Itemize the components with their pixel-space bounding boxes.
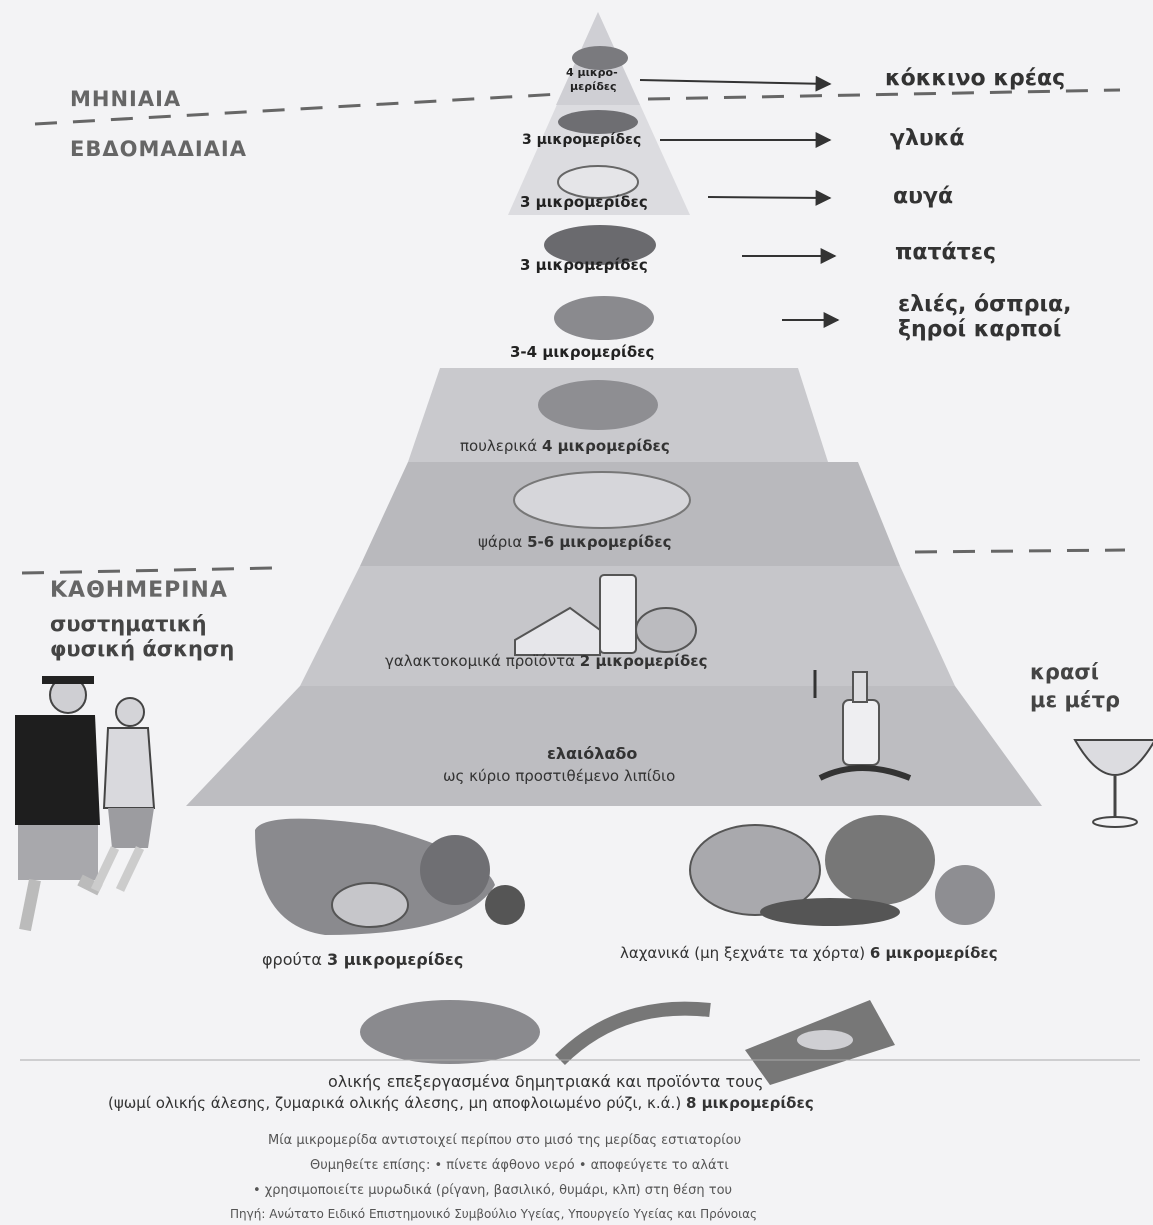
band-dairy-label: γαλακτοκομικά προϊόντα 2 μικρομερίδες	[385, 652, 708, 670]
arrow-eggs	[708, 197, 830, 198]
footnote-2: Θυμηθείτε επίσης: • πίνετε άφθονο νερό •…	[310, 1158, 729, 1173]
wine-glass-illustration	[1075, 740, 1153, 827]
section-monthly: ΜΗΝΙΑΙΑ	[70, 87, 181, 111]
vegetables-label: λαχανικά (μη ξεχνάτε τα χόρτα) 6 μικρομε…	[620, 944, 998, 962]
tier-sweets-servings: 3 μικρομερίδες	[522, 132, 641, 148]
section-daily: ΚΑΘΗΜΕΡΙΝΑ	[50, 578, 228, 603]
separator-weekly-daily-left	[22, 568, 275, 573]
vegetables-illustration	[690, 815, 995, 926]
footnote-3: • χρησιμοποιείτε μυρωδικά (ρίγανη, βασιλ…	[253, 1183, 732, 1198]
wine-label-line1: κρασί	[1030, 660, 1099, 684]
tier-potatoes-servings: 3 μικρομερίδες	[520, 256, 648, 274]
tier-red-meat-servings-2: μερίδες	[570, 80, 617, 93]
band-dairy-food: γαλακτοκομικά προϊόντα	[385, 652, 575, 670]
band-fish-servings: 5-6 μικρομερίδες	[527, 533, 671, 551]
wine-label-line2: με μέτρ	[1030, 688, 1120, 712]
band-oil-line2: ως κύριο προστιθέμενο λιπίδιο	[443, 767, 675, 785]
grains-examples: (ψωμί ολικής άλεσης, ζυμαρικά ολικής άλε…	[108, 1094, 681, 1112]
band-poultry-label: πουλερικά 4 μικρομερίδες	[460, 437, 670, 455]
item-sweets: γλυκά	[890, 126, 965, 151]
separator-weekly-daily-right	[915, 550, 1125, 552]
sweets-illustration	[558, 110, 638, 134]
grains-servings: 8 μικρομερίδες	[686, 1094, 814, 1112]
fruits-servings: 3 μικρομερίδες	[327, 950, 463, 969]
section-weekly: ΕΒΔΟΜΑΔΙΑΙΑ	[70, 137, 247, 161]
fruits-label: φρούτα 3 μικρομερίδες	[262, 950, 463, 969]
item-legumes-line2: ξηροί καρποί	[898, 317, 1061, 342]
band-poultry-food: πουλερικά	[460, 437, 537, 455]
tier-red-meat-servings: 4 μικρο-	[566, 66, 618, 79]
band-oil-line1: ελαιόλαδο	[547, 744, 637, 763]
exercise-label-line2: φυσική άσκηση	[50, 637, 234, 661]
runners-illustration	[15, 676, 154, 930]
fruits-illustration	[255, 819, 525, 935]
poultry-illustration	[538, 380, 658, 430]
tier-legumes-servings: 3-4 μικρομερίδες	[510, 343, 654, 361]
tier-eggs-servings: 3 μικρομερίδες	[520, 193, 648, 211]
grains-line2: (ψωμί ολικής άλεσης, ζυμαρικά ολικής άλε…	[108, 1094, 814, 1112]
vegetables-servings: 6 μικρομερίδες	[870, 944, 998, 962]
fish-illustration	[514, 472, 690, 528]
fruits-food: φρούτα	[262, 950, 322, 969]
item-eggs: αυγά	[893, 184, 953, 209]
band-fish-food: ψάρια	[478, 533, 522, 551]
grains-line1: ολικής επεξεργασμένα δημητριακά και προϊ…	[328, 1072, 764, 1091]
band-poultry-servings: 4 μικρομερίδες	[542, 437, 670, 455]
band-fish-label: ψάρια 5-6 μικρομερίδες	[478, 533, 671, 551]
arrow-red-meat	[640, 80, 830, 84]
footnote-1: Μία μικρομερίδα αντιστοιχεί περίπου στο …	[268, 1133, 741, 1148]
separator-monthly-weekly-right	[648, 90, 1120, 99]
item-red-meat: κόκκινο κρέας	[885, 66, 1065, 91]
legumes-illustration	[554, 296, 654, 340]
band-dairy-servings: 2 μικρομερίδες	[580, 652, 708, 670]
exercise-label-line1: συστηματική	[50, 612, 207, 636]
item-potatoes: πατάτες	[895, 240, 996, 265]
footnote-source: Πηγή: Ανώτατο Ειδικό Επιστημονικό Συμβού…	[230, 1207, 757, 1221]
item-legumes-line1: ελιές, όσπρια,	[898, 292, 1072, 317]
vegetables-food: λαχανικά (μη ξεχνάτε τα χόρτα)	[620, 944, 865, 962]
